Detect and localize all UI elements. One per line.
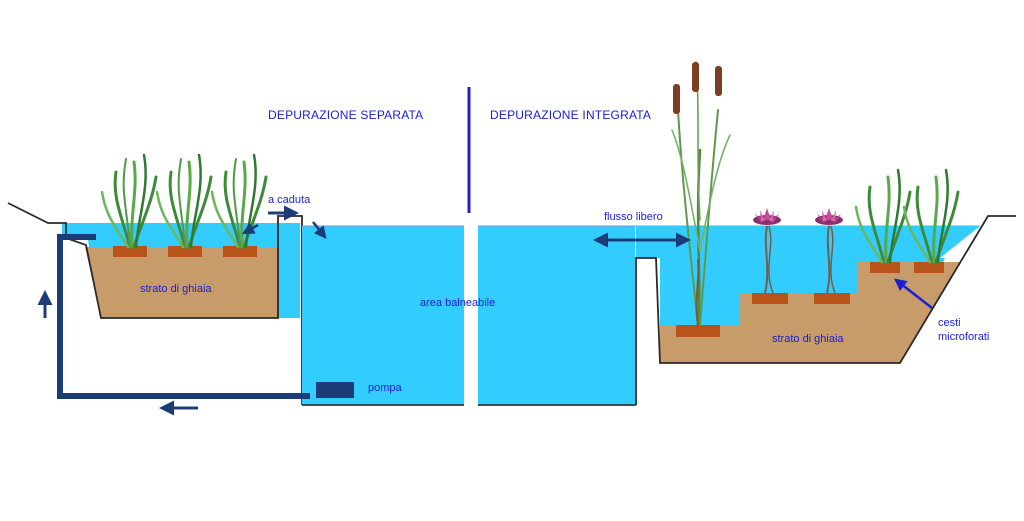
swimming-water-left [302, 226, 464, 406]
right-basin-outline [635, 215, 1016, 405]
arrow-inflow [241, 222, 259, 235]
left-basket-3 [223, 246, 257, 257]
left-basket-2 [168, 246, 202, 257]
right-basket-2 [752, 293, 788, 304]
label-flusso-libero: flusso libero [604, 211, 663, 223]
label-pompa: pompa [368, 382, 402, 394]
arrow-cesti [894, 278, 933, 309]
water-lily-2 [815, 208, 843, 294]
label-strato-destra: strato di ghiaia [772, 333, 844, 345]
grass-clump-5 [902, 168, 960, 264]
right-basket-1 [676, 325, 720, 337]
cattail-head-3 [715, 66, 722, 96]
right-basket-5 [914, 262, 944, 273]
pump [316, 382, 354, 398]
label-area-balneabile: area balneabile [420, 297, 496, 309]
left-filter-basin [7, 202, 303, 405]
right-basket-4 [870, 262, 900, 273]
left-basket-1 [113, 246, 147, 257]
flow-arrows [37, 205, 933, 416]
left-plants [100, 153, 268, 249]
cattail-plant [671, 61, 731, 327]
grass-clump-1 [100, 153, 158, 249]
right-plants [854, 168, 960, 264]
right-gravel-layer [660, 262, 960, 363]
right-integrated-basin [635, 215, 1016, 405]
label-cesti: cesti [938, 317, 961, 329]
grass-clump-3 [210, 153, 268, 249]
grass-clump-2 [155, 153, 213, 249]
arrow-outflow [312, 221, 327, 239]
right-basket-3 [814, 293, 850, 304]
label-microforati: microforati [938, 331, 990, 343]
water-lily-1 [753, 208, 781, 294]
swimming-area [302, 225, 980, 406]
cattail-head-2 [692, 62, 699, 92]
swimming-water-right [478, 226, 635, 406]
heading-depurazione-integrata: DEPURAZIONE INTEGRATA [490, 108, 652, 122]
cattail-head-1 [673, 84, 680, 114]
heading-depurazione-separata: DEPURAZIONE SEPARATA [268, 108, 424, 122]
label-a-caduta: a caduta [268, 194, 311, 206]
pipe-line [57, 234, 310, 399]
grass-clump-4 [854, 168, 912, 264]
label-strato-sinistra: strato di ghiaia [140, 283, 212, 295]
left-gravel-layer [85, 247, 278, 318]
return-pipe [57, 234, 354, 399]
